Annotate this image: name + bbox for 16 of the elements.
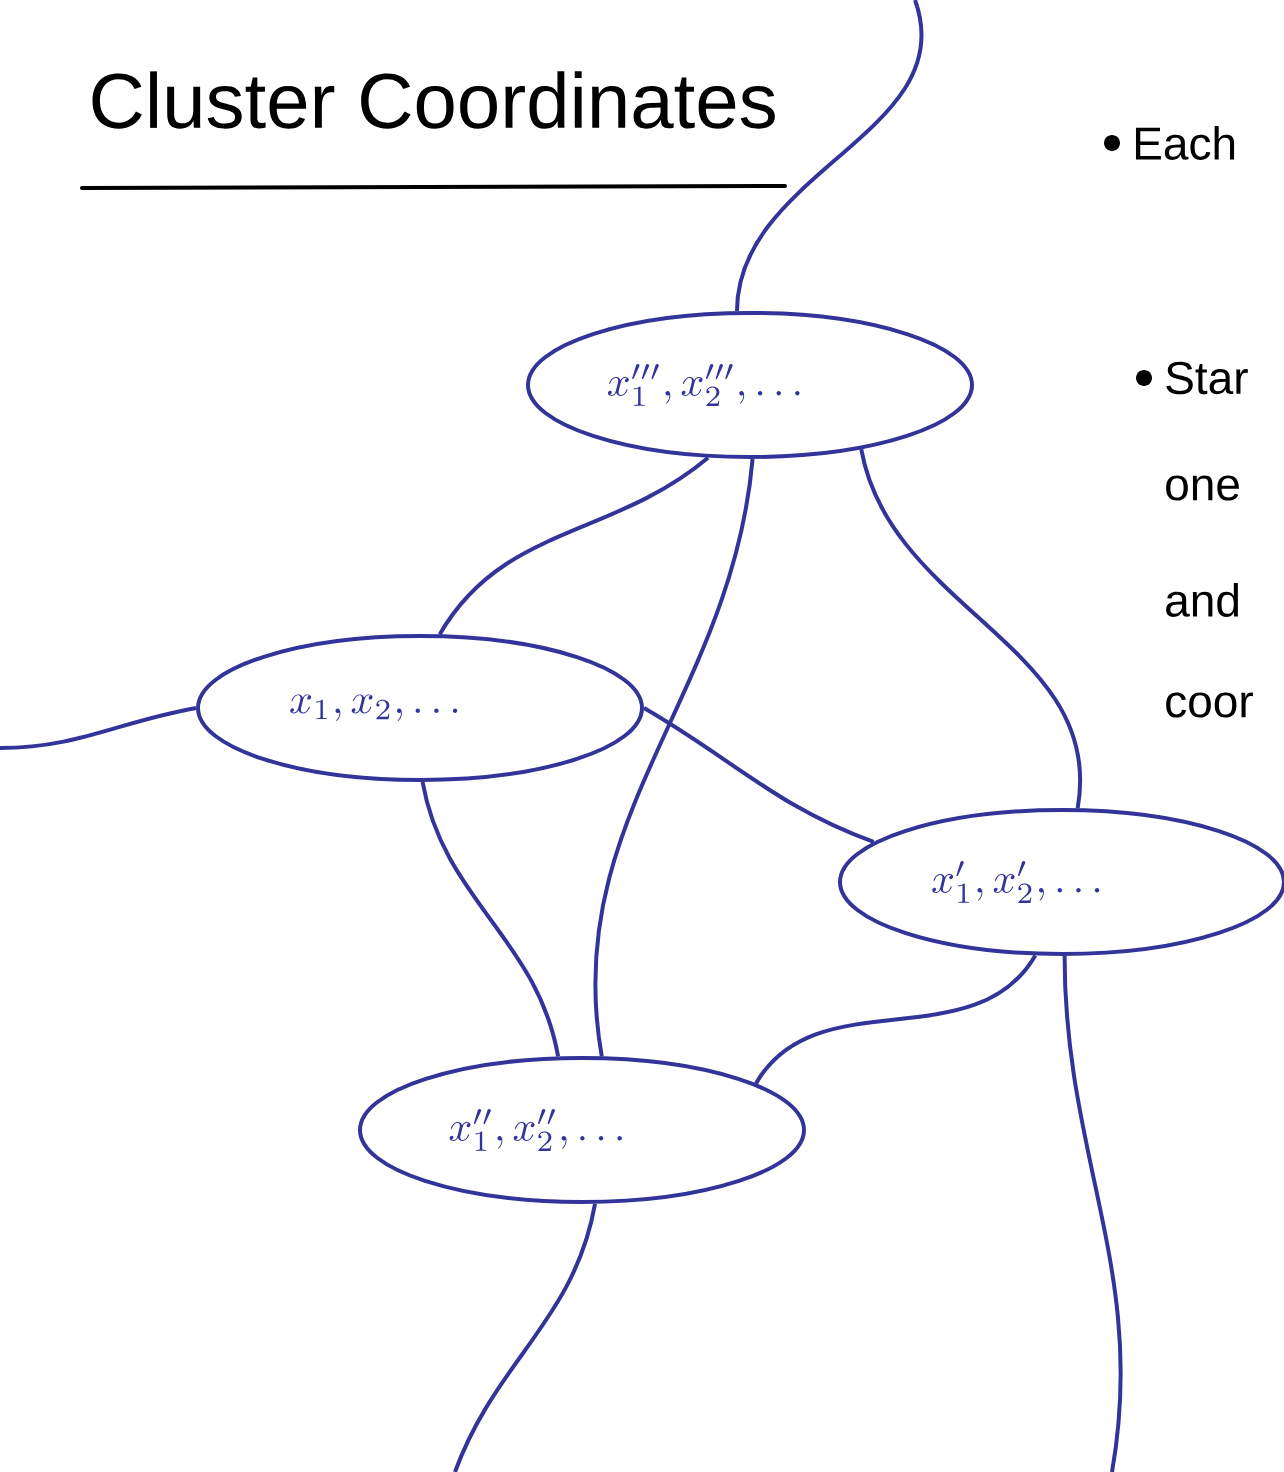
connector-line [735,0,924,312]
connector-line [754,954,1037,1085]
connector-line [642,706,875,844]
connector-line [438,456,710,636]
connector-line [0,706,197,750]
title: Cluster Coordinates [92,71,775,129]
connector-line [593,458,755,1057]
connector-line [453,1203,597,1472]
connector-line [859,448,1082,809]
connector-line [420,781,561,1057]
label: Each [1136,126,1235,160]
label: and [1166,583,1238,617]
label: one [1166,475,1239,501]
label: coor [1166,692,1253,718]
connector-line [1062,955,1123,1472]
label: Star [1166,361,1248,395]
